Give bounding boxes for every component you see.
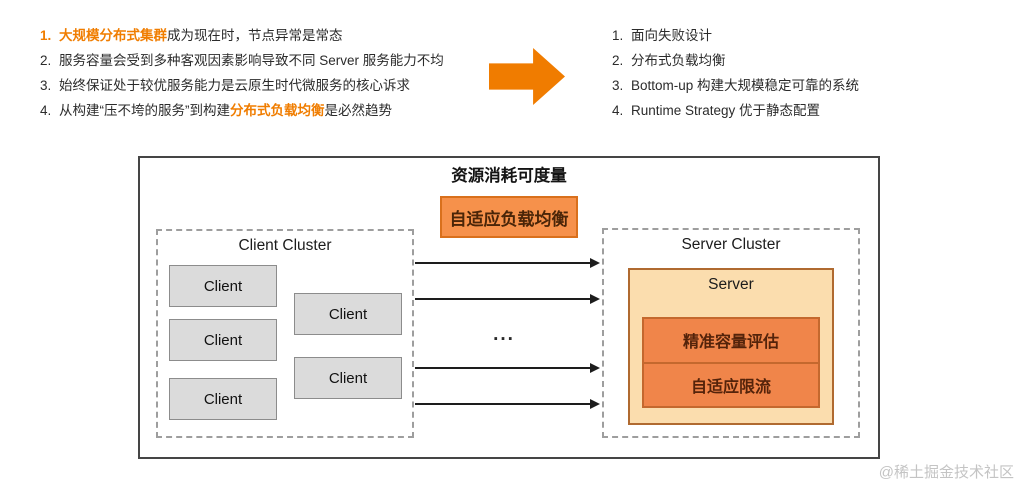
item-text: 面向失败设计 <box>631 28 712 43</box>
item-text: Bottom-up 构建大规模稳定可靠的系统 <box>631 78 860 93</box>
client-node: Client <box>294 357 402 399</box>
item-text: Runtime Strategy 优于静态配置 <box>631 103 821 118</box>
list-item: 4. 从构建“压不垮的服务”到构建分布式负载均衡是必然趋势 <box>40 98 444 123</box>
flow-ellipsis: ... <box>493 324 515 345</box>
item-number: 3. <box>40 78 52 93</box>
item-text: 从构建“压不垮的服务”到构建 <box>59 103 230 118</box>
server-label: Server <box>708 276 754 293</box>
flow-arrow <box>415 399 600 409</box>
watermark: @稀土掘金技术社区 <box>878 464 1014 481</box>
flow-arrow <box>415 363 600 373</box>
list-item: 3. Bottom-up 构建大规模稳定可靠的系统 <box>612 73 859 98</box>
item-text: 分布式负载均衡 <box>631 53 726 68</box>
item-number: 4. <box>40 103 52 118</box>
item-number: 2. <box>612 53 624 68</box>
server-cluster-box: Server Cluster <box>602 228 860 438</box>
conclusions-list: 1. 面向失败设计 2. 分布式负载均衡 3. Bottom-up 构建大规模稳定可靠… <box>612 23 859 123</box>
item-text: 是必然趋势 <box>324 103 393 118</box>
item-number: 1. <box>40 28 52 43</box>
list-item: 1. 大规模分布式集群成为现在时，节点异常是常态 <box>40 23 444 48</box>
capability-capacity-evaluation: 精准容量评估 <box>644 319 818 364</box>
flow-arrow <box>415 258 600 268</box>
client-node: Client <box>169 319 277 361</box>
list-item: 1. 面向失败设计 <box>612 23 859 48</box>
item-text: 始终保证处于较优服务能力是云原生时代微服务的核心诉求 <box>59 78 410 93</box>
list-item: 2. 服务容量会受到多种客观因素影响导致不同 Server 服务能力不均 <box>40 48 444 73</box>
item-text: 服务容量会受到多种客观因素影响导致不同 Server 服务能力不均 <box>59 53 444 68</box>
key-points-list: 1. 大规模分布式集群成为现在时，节点异常是常态 2. 服务容量会受到多种客观因素影… <box>40 23 444 123</box>
capability-adaptive-throttling: 自适应限流 <box>690 378 771 396</box>
client-cluster-box: Client Cluster Client Client Client Clie… <box>156 229 414 438</box>
client-node: Client <box>169 265 277 307</box>
flow-arrow <box>415 294 600 304</box>
list-item: 3. 始终保证处于较优服务能力是云原生时代微服务的核心诉求 <box>40 73 444 98</box>
server-cluster-label: Server Cluster <box>681 236 781 253</box>
item-number: 4. <box>612 103 624 118</box>
right-arrow-icon <box>489 48 565 105</box>
adaptive-load-balancing-badge: 自适应负载均衡 <box>440 196 578 238</box>
item-highlight: 大规模分布式集群 <box>59 28 167 43</box>
client-node: Client <box>169 378 277 420</box>
server-capabilities: 精准容量评估 自适应限流 <box>642 317 820 408</box>
client-cluster-label: Client Cluster <box>238 237 332 254</box>
diagram-title: 资源消耗可度量 <box>451 167 567 185</box>
client-node: Client <box>294 293 402 335</box>
item-text: 成为现在时，节点异常是常态 <box>167 28 343 43</box>
list-item: 4. Runtime Strategy 优于静态配置 <box>612 98 859 123</box>
item-number: 3. <box>612 78 624 93</box>
item-number: 1. <box>612 28 624 43</box>
item-number: 2. <box>40 53 52 68</box>
item-highlight: 分布式负载均衡 <box>230 103 325 118</box>
list-item: 2. 分布式负载均衡 <box>612 48 859 73</box>
